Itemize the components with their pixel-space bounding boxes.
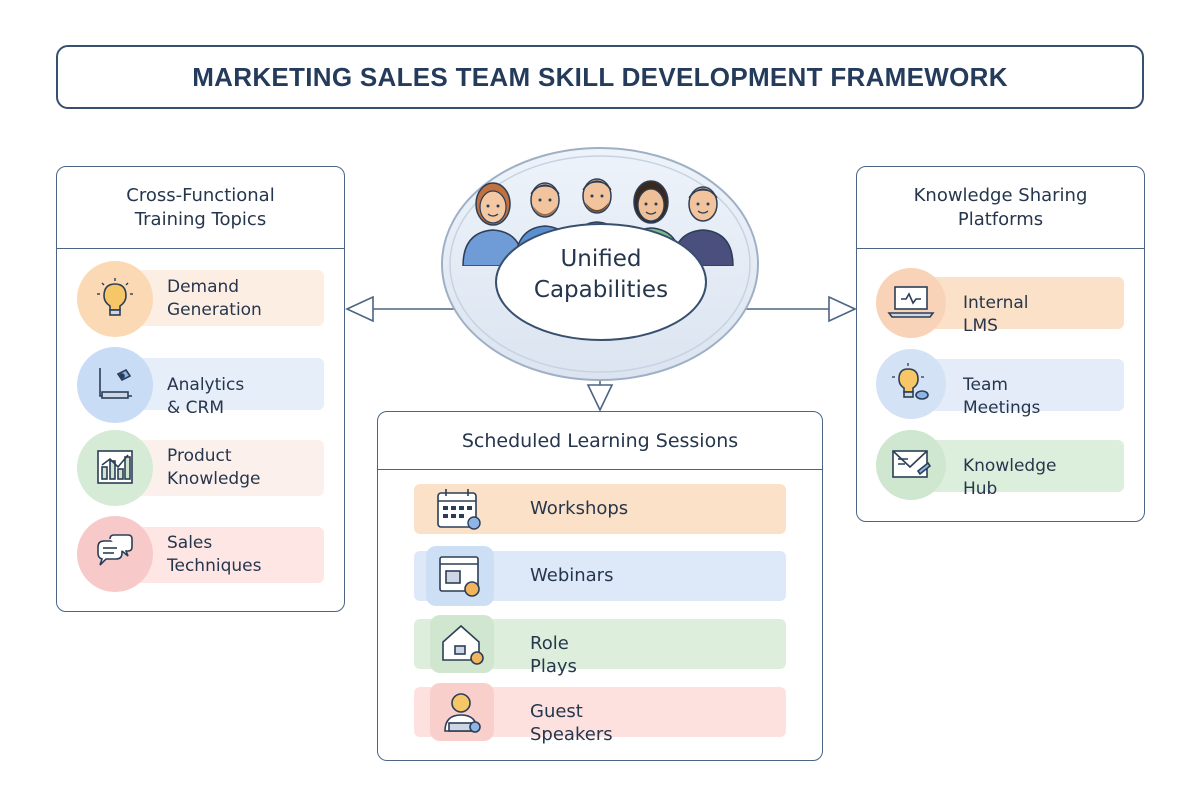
training-topics-heading-line1: Cross-Functional bbox=[126, 184, 275, 206]
knowledge-sharing-heading-line2: Platforms bbox=[957, 208, 1044, 230]
knowledge-sharing-heading: Knowledge Sharing Platforms bbox=[857, 167, 1144, 249]
house-icon bbox=[430, 615, 494, 673]
session-label: Workshops bbox=[530, 498, 629, 519]
topic-label-line2: Techniques bbox=[167, 556, 262, 576]
topic-label-line1: Product bbox=[167, 446, 232, 466]
calendar-icon bbox=[420, 481, 496, 537]
title-box: MARKETING SALES TEAM SKILL DEVELOPMENT F… bbox=[56, 45, 1144, 109]
arrow-right-icon bbox=[828, 295, 857, 323]
platform-label: Team Meetings bbox=[963, 375, 1041, 418]
envelope-icon bbox=[876, 430, 946, 500]
hub-label-line1: Unified bbox=[560, 246, 642, 272]
platform-label: Knowledge Hub bbox=[963, 456, 1057, 499]
webinar-screen-icon bbox=[426, 546, 494, 606]
session-label: Role Plays bbox=[530, 633, 577, 677]
session-label: Webinars bbox=[530, 565, 614, 586]
hub-inner-ellipse bbox=[495, 223, 707, 341]
speaker-icon bbox=[430, 683, 494, 741]
topic-label: Sales Techniques bbox=[167, 532, 261, 578]
topic-label-line2: Generation bbox=[167, 300, 262, 320]
session-label: Guest Speakers bbox=[530, 701, 613, 745]
page-title: MARKETING SALES TEAM SKILL DEVELOPMENT F… bbox=[192, 61, 1008, 92]
training-topics-heading: Cross-Functional Training Topics bbox=[57, 167, 344, 249]
topic-label-line1: Demand bbox=[167, 277, 240, 297]
lightbulb-icon bbox=[876, 349, 946, 419]
topic-label: Demand Generation bbox=[167, 276, 262, 322]
topic-label-line1: Analytics & CRM bbox=[167, 375, 245, 418]
knowledge-sharing-heading-line1: Knowledge Sharing bbox=[913, 184, 1088, 206]
analytics-icon bbox=[77, 347, 153, 423]
platform-label: Internal LMS bbox=[963, 293, 1029, 336]
training-topics-heading-line2: Training Topics bbox=[134, 208, 267, 230]
arrow-down-icon bbox=[586, 384, 614, 412]
laptop-icon bbox=[876, 268, 946, 338]
chat-bubbles-icon bbox=[77, 516, 153, 592]
learning-sessions-heading: Scheduled Learning Sessions bbox=[378, 412, 822, 470]
bar-chart-icon bbox=[77, 430, 153, 506]
topic-label-line1: Sales bbox=[167, 533, 213, 553]
hub-label: Unified Capabilities bbox=[495, 244, 707, 306]
topic-label-line2: Knowledge bbox=[167, 469, 261, 489]
topic-label: Product Knowledge bbox=[167, 445, 260, 491]
topic-label: Analytics & CRM bbox=[167, 374, 244, 420]
arrow-left-icon bbox=[345, 295, 374, 323]
hub-label-line2: Capabilities bbox=[533, 277, 669, 303]
lightbulb-icon bbox=[77, 261, 153, 337]
